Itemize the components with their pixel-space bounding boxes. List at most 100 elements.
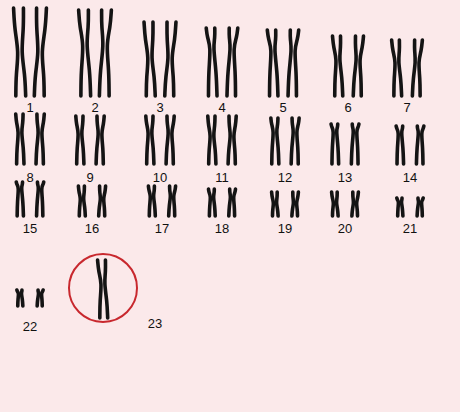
chromatid [288,30,291,96]
chromosome-number: 14 [403,170,417,185]
chromatid [291,118,293,164]
chromatid [234,189,236,216]
chromatid [417,198,418,216]
chromatid [79,10,83,96]
chromatid [84,186,86,216]
chromatid [16,182,18,216]
chromatid [295,30,299,96]
chromosome-number: 10 [153,170,167,185]
chromatid [17,290,19,306]
chromatid [166,116,168,164]
chromosome-number: 17 [155,221,169,236]
chromatid [42,290,44,306]
chromatid [78,186,80,216]
chromatid [402,198,403,216]
chromatid [172,116,174,164]
chromatid [169,186,171,216]
chromosome-number: 22 [23,319,37,334]
chromatid [22,182,24,216]
chromatid [104,186,106,216]
chromatid [267,30,271,96]
chromatid [105,260,108,318]
chromatid [37,290,38,306]
chromatid [412,40,415,96]
chromatid [227,28,230,96]
chromatid [399,40,402,96]
chromosome-number: 13 [338,170,352,185]
chromosome-number: 23 [148,316,162,331]
chromatid [22,8,26,96]
chromosome-number: 1 [26,100,33,115]
chromatid [333,36,336,96]
chromatid [397,198,399,216]
chromatid [37,182,39,216]
chromatid [292,192,294,216]
chromatid [351,124,353,164]
chromatid [337,192,339,216]
chromatid [42,182,44,216]
chromosome-number: 15 [23,221,37,236]
highlight-circle [69,254,137,322]
chromatid [214,189,216,216]
chromatid [357,124,359,164]
chromatid [209,189,211,216]
chromosome-number: 12 [278,170,292,185]
chromatid [165,22,168,96]
chromosome-number: 9 [86,170,93,185]
chromatid [42,114,44,164]
chromatid [214,116,216,164]
chromatid [297,192,299,216]
chromatid [392,40,395,96]
chromosome-number: 6 [344,100,351,115]
chromatid [352,192,354,216]
chromatid [206,28,210,96]
chromatid [107,10,111,96]
chromatid [99,186,101,216]
chromatid [416,126,418,164]
chromatid [331,124,333,164]
chromosome-number: 11 [215,170,229,185]
chromatid [275,30,278,96]
chromatid [422,126,424,164]
chromatid [340,36,343,96]
chromatid [337,124,339,164]
chromatid [146,116,148,164]
chromosome-number: 19 [278,221,292,236]
chromatid [14,8,18,96]
chromatid [396,126,398,164]
chromatid [22,290,23,306]
chromatid [152,22,155,96]
chromatid [277,118,279,164]
chromosome-number: 2 [91,100,98,115]
chromatid [42,8,46,96]
chromosome-number: 16 [85,221,99,236]
chromatid [272,192,274,216]
chromatid [271,118,273,164]
chromatid [87,10,90,96]
chromatid [297,118,299,164]
chromatid [228,116,230,164]
chromosome-number: 3 [156,100,163,115]
chromatid [234,28,238,96]
chromatid [148,186,150,216]
chromatid [102,116,104,164]
chromatid [332,192,334,216]
chromatid [144,22,148,96]
chromatid [22,114,24,164]
chromosome-number: 5 [279,100,286,115]
chromatid [402,126,404,164]
chromatid [174,186,176,216]
chromatid [76,116,78,164]
chromatid [152,116,154,164]
chromatid [360,36,363,96]
chromatid [353,36,356,96]
chromatid [234,116,236,164]
chromatid [357,192,359,216]
chromosome-number: 20 [338,221,352,236]
chromatid [82,116,84,164]
chromosome-number: 4 [218,100,225,115]
chromatid [172,22,176,96]
chromosome-number: 8 [26,170,33,185]
